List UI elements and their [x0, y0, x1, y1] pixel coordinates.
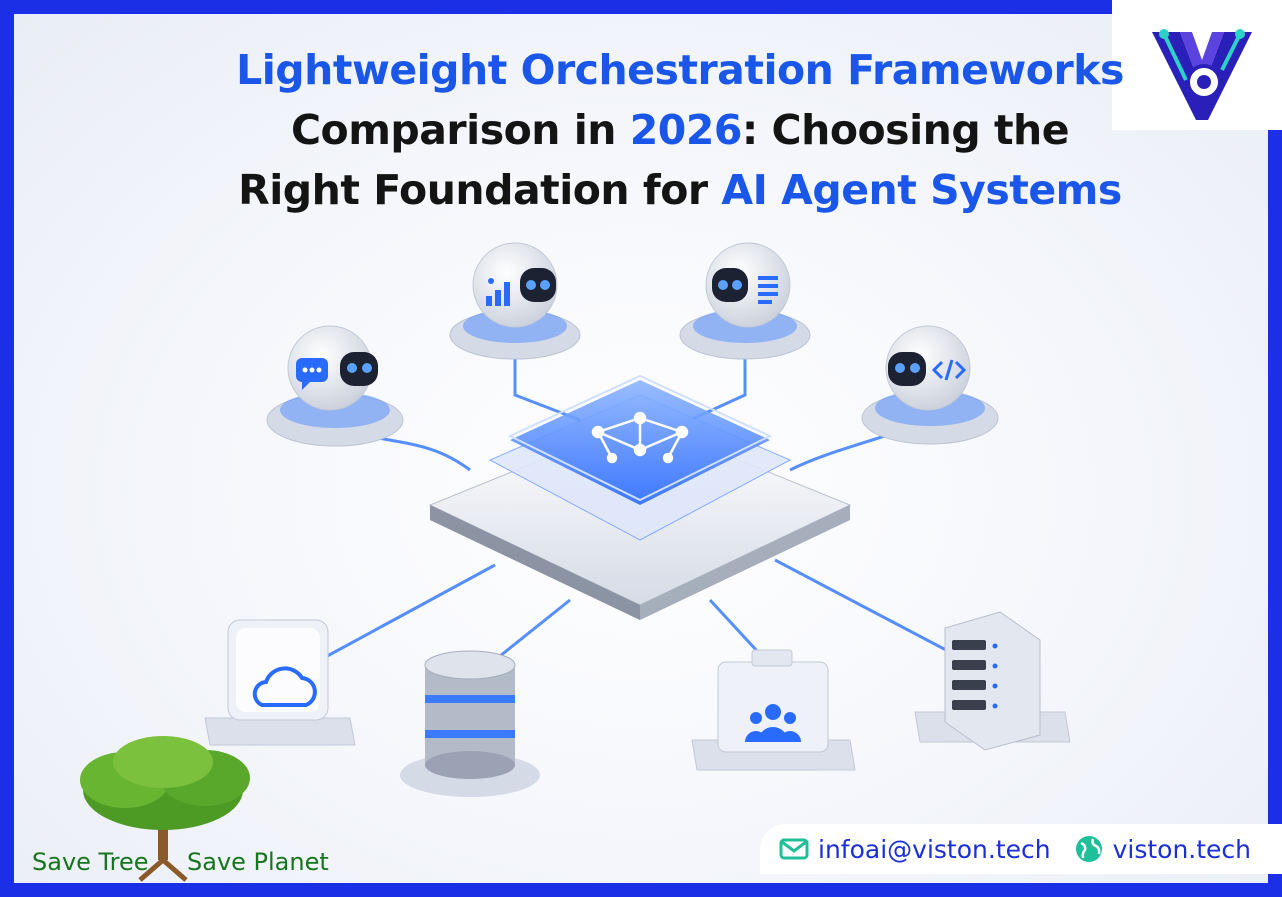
contact-bar: infoai@viston.tech viston.tech: [760, 824, 1282, 874]
cloud-node: [204, 619, 356, 746]
viston-logo-icon: [1152, 29, 1252, 120]
globe-icon: [1075, 836, 1102, 862]
central-hub: [428, 374, 852, 620]
website-contact[interactable]: viston.tech: [1073, 833, 1251, 865]
title-line-2: Comparison in 2026: Choosing the: [290, 106, 1070, 154]
database-node: [400, 650, 540, 797]
agent-robot-document: [679, 242, 811, 360]
save-planet-text: Save Planet: [187, 848, 329, 876]
title-line-3: Right Foundation for AI Agent Systems: [238, 166, 1122, 214]
title-line-1: Lightweight Orchestration Frameworks: [236, 46, 1124, 94]
code-icon: [931, 359, 967, 381]
email-icon: [779, 838, 809, 860]
agent-robot-code: [861, 325, 999, 445]
document-icon: [758, 276, 778, 304]
cloud-icon: [252, 666, 317, 707]
server-icon: [952, 640, 998, 710]
chat-bubble-icon: [296, 358, 328, 390]
agent-robot-analytics: [449, 242, 581, 360]
team-node: [691, 649, 856, 771]
tree-icon: [80, 736, 250, 882]
agent-robot-chat: [266, 325, 404, 447]
email-address[interactable]: infoai@viston.tech: [818, 834, 1051, 864]
website-link[interactable]: viston.tech: [1112, 834, 1252, 864]
server-node: [914, 611, 1071, 751]
page-title: Lightweight Orchestration Frameworks Com…: [160, 40, 1200, 220]
email-contact[interactable]: infoai@viston.tech: [778, 833, 1051, 865]
team-icon: [745, 704, 801, 742]
bar-chart-icon: [486, 278, 510, 306]
save-tree-text: Save Tree: [32, 848, 149, 876]
network-graph-icon: [591, 411, 689, 464]
